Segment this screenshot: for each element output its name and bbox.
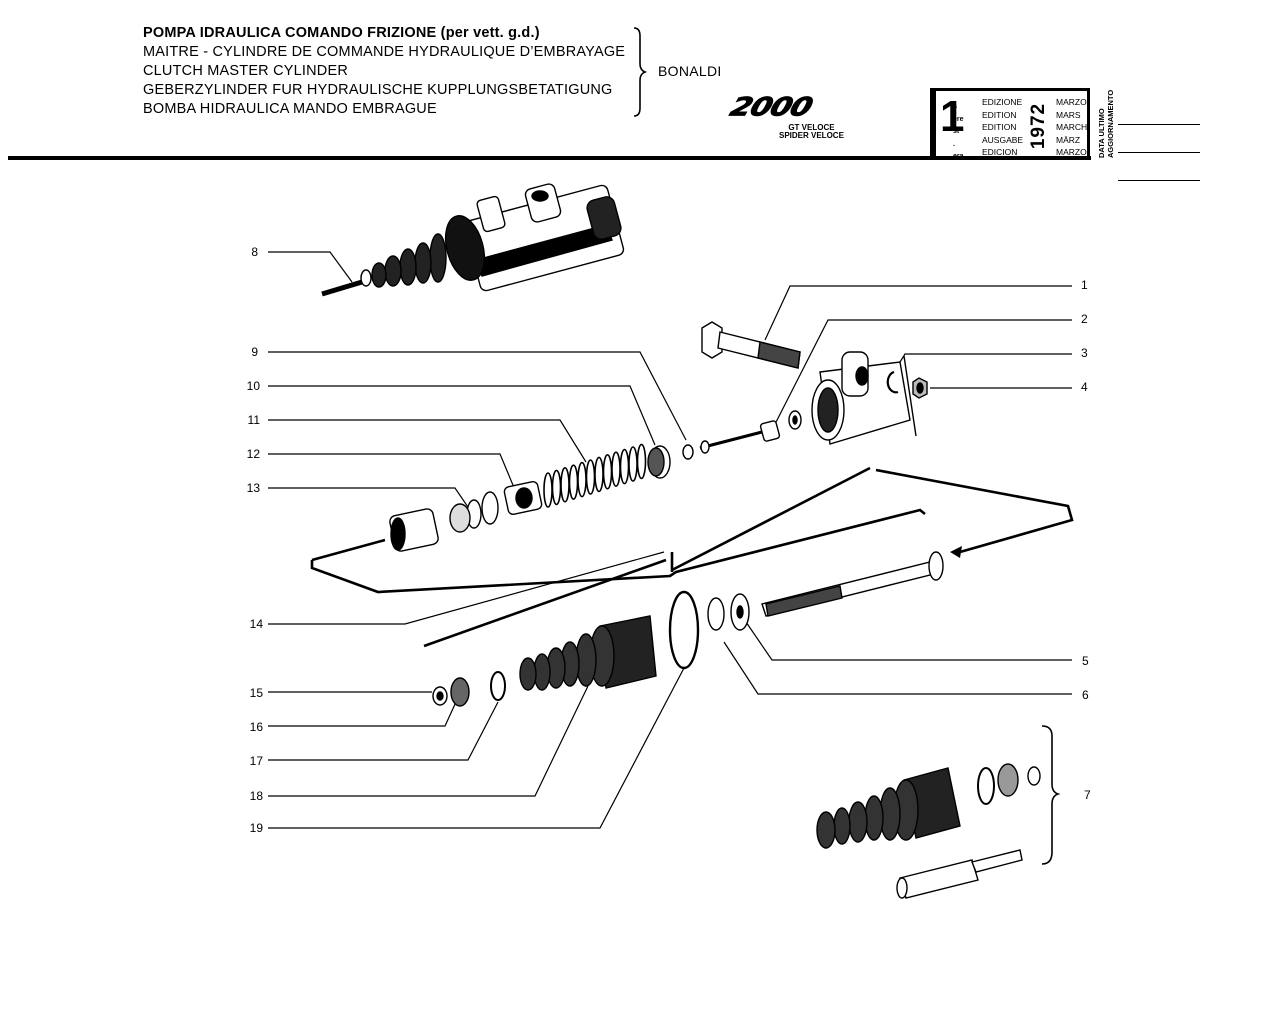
title-german: GEBERZYLINDER FUR HYDRAULISCHE KUPPLUNGS… bbox=[143, 82, 613, 98]
spring-retainer bbox=[503, 481, 543, 515]
leader-19 bbox=[268, 667, 685, 829]
assembly-outline bbox=[310, 466, 1074, 594]
callout-18: 18 bbox=[249, 789, 263, 803]
logo-variant-spider: SPIDER VELOCE bbox=[779, 131, 844, 140]
spring-coil bbox=[543, 472, 553, 508]
callout-2: 2 bbox=[1081, 312, 1088, 326]
long-pushrod bbox=[761, 551, 944, 617]
small-parts-top bbox=[788, 370, 928, 430]
leader-6 bbox=[723, 641, 1072, 695]
repair-kit bbox=[816, 725, 1061, 899]
update-line bbox=[1118, 125, 1200, 153]
title-brace-icon bbox=[633, 27, 648, 117]
edition-month: MARZO bbox=[1056, 97, 1087, 107]
edition-word: EDIZIONE bbox=[982, 97, 1023, 107]
callout-19: 19 bbox=[249, 821, 263, 835]
spring-coil bbox=[551, 469, 562, 506]
callout-11: 11 bbox=[247, 413, 260, 427]
edition-suffix: st bbox=[953, 128, 960, 135]
logo-variant-gt: GT VELOCE bbox=[788, 123, 835, 132]
callout-4: 4 bbox=[1081, 380, 1088, 394]
callout-1: 1 bbox=[1081, 278, 1088, 292]
spring-coil bbox=[636, 443, 647, 480]
callout-14: 14 bbox=[249, 617, 263, 631]
callout-3: 3 bbox=[1081, 346, 1088, 360]
edition-suffix: ère bbox=[953, 115, 964, 123]
header-rule bbox=[8, 156, 1091, 160]
edition-suffix: a bbox=[953, 103, 957, 110]
edition-word: EDITION bbox=[982, 122, 1017, 132]
supplier-name: BONALDI bbox=[658, 63, 722, 79]
leader-11 bbox=[268, 419, 587, 463]
title-italian: POMPA IDRAULICA COMANDO FRIZIONE (per ve… bbox=[143, 25, 540, 41]
edition-month: MARCH bbox=[1056, 122, 1088, 132]
edition-month: MARS bbox=[1056, 109, 1081, 120]
title-french: MAITRE - CYLINDRE DE COMMANDE HYDRAULIQU… bbox=[143, 44, 626, 60]
pushrod-top bbox=[682, 420, 781, 460]
edition-suffix: . bbox=[953, 140, 955, 148]
model-logo: 2000 GT VELOCE SPIDER VELOCE bbox=[726, 92, 844, 139]
edition-words: EDIZIONE EDITION EDITION AUSGABE EDICION bbox=[982, 96, 1023, 159]
bolt bbox=[701, 321, 801, 369]
edition-word: EDICION bbox=[982, 147, 1018, 157]
leader-9 bbox=[268, 351, 687, 441]
callout-15: 15 bbox=[249, 686, 263, 700]
seal-cup bbox=[647, 445, 671, 479]
seal-rings bbox=[389, 491, 499, 552]
edition-word: AUSGABE bbox=[982, 134, 1024, 145]
spring-coil bbox=[568, 464, 579, 501]
callout-5: 5 bbox=[1082, 654, 1089, 668]
callout-13: 13 bbox=[246, 481, 260, 495]
lower-divider bbox=[423, 558, 667, 648]
spring-coil bbox=[619, 448, 630, 485]
leader-18 bbox=[268, 685, 589, 797]
washers bbox=[707, 593, 750, 631]
spring-coil bbox=[577, 461, 587, 498]
leader-13 bbox=[268, 487, 471, 511]
callout-17: 17 bbox=[249, 754, 263, 768]
edition-word: EDITION bbox=[982, 109, 1017, 120]
callout-12: 12 bbox=[246, 447, 260, 461]
leader-3 bbox=[889, 353, 1072, 379]
leader-2 bbox=[771, 319, 1072, 431]
leader-5 bbox=[745, 621, 1072, 661]
spring-coil bbox=[611, 451, 621, 488]
spring-coil bbox=[594, 456, 604, 493]
callout-16: 16 bbox=[249, 720, 263, 734]
lower-parts bbox=[432, 590, 700, 707]
callout-6: 6 bbox=[1082, 688, 1089, 702]
update-line bbox=[1118, 97, 1200, 125]
callout-10: 10 bbox=[246, 379, 260, 393]
leader-8 bbox=[268, 251, 353, 283]
assembled-cylinder bbox=[321, 183, 625, 297]
callout-9: 9 bbox=[251, 345, 258, 359]
update-line bbox=[1118, 153, 1200, 181]
edition-months: MARZO MARS MARCH MÄRZ MARZO bbox=[1056, 96, 1087, 159]
leader-10 bbox=[268, 385, 656, 446]
spring-coil bbox=[560, 466, 570, 503]
logo-variants: GT VELOCE SPIDER VELOCE bbox=[779, 124, 844, 140]
edition-month: MARZO bbox=[1056, 147, 1087, 157]
spring bbox=[543, 443, 647, 508]
spring-coil bbox=[628, 446, 638, 482]
leader-16 bbox=[268, 701, 457, 727]
cylinder-body bbox=[811, 351, 917, 445]
callout-7: 7 bbox=[1084, 788, 1091, 802]
outline-arrow-icon bbox=[950, 546, 962, 558]
edition-number: 1 bbox=[940, 92, 965, 141]
title-english: CLUTCH MASTER CYLINDER bbox=[143, 63, 349, 79]
leader-12 bbox=[268, 453, 516, 491]
callout-8: 8 bbox=[251, 245, 258, 259]
spring-coil bbox=[585, 459, 596, 495]
title-spanish: BOMBA HIDRAULICA MANDO EMBRAGUE bbox=[143, 101, 437, 117]
leader-14 bbox=[268, 551, 665, 625]
edition-month: MÄRZ bbox=[1056, 134, 1081, 145]
spring-coil bbox=[602, 453, 613, 490]
title-block: POMPA IDRAULICA COMANDO FRIZIONE (per ve… bbox=[143, 24, 625, 119]
update-lines bbox=[1118, 97, 1200, 181]
leader-1 bbox=[764, 285, 1072, 341]
leader-17 bbox=[268, 701, 499, 761]
